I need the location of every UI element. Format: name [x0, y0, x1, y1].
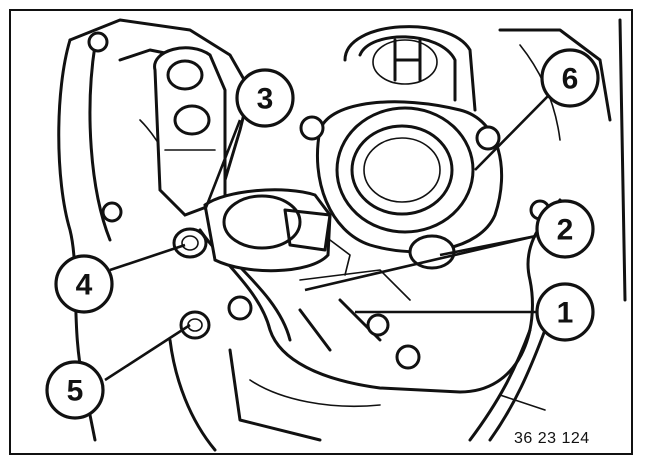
cable: [468, 328, 547, 442]
callout-4: 4: [54, 254, 114, 314]
callout-4-label: 4: [76, 269, 93, 302]
cover-plate: [299, 100, 503, 254]
actuator-lever: [203, 188, 351, 276]
leader-lines: [104, 95, 549, 382]
callout-3: 3: [235, 68, 295, 128]
callout-2-label: 2: [557, 214, 574, 247]
figure-frame: [9, 9, 633, 455]
callout-1-label: 1: [557, 297, 574, 330]
callout-5: 5: [45, 360, 105, 420]
callout-6: 6: [540, 48, 600, 108]
callout-1: 1: [535, 282, 595, 342]
bolt-parts: [172, 227, 211, 340]
lower-housing: [168, 338, 381, 452]
callout-3-label: 3: [257, 83, 274, 116]
callout-5-label: 5: [67, 375, 84, 408]
reference-code: 36 23 124: [514, 430, 590, 447]
bracket-arm: [153, 46, 227, 217]
callout-6-label: 6: [562, 63, 579, 96]
callout-2: 2: [535, 199, 595, 259]
